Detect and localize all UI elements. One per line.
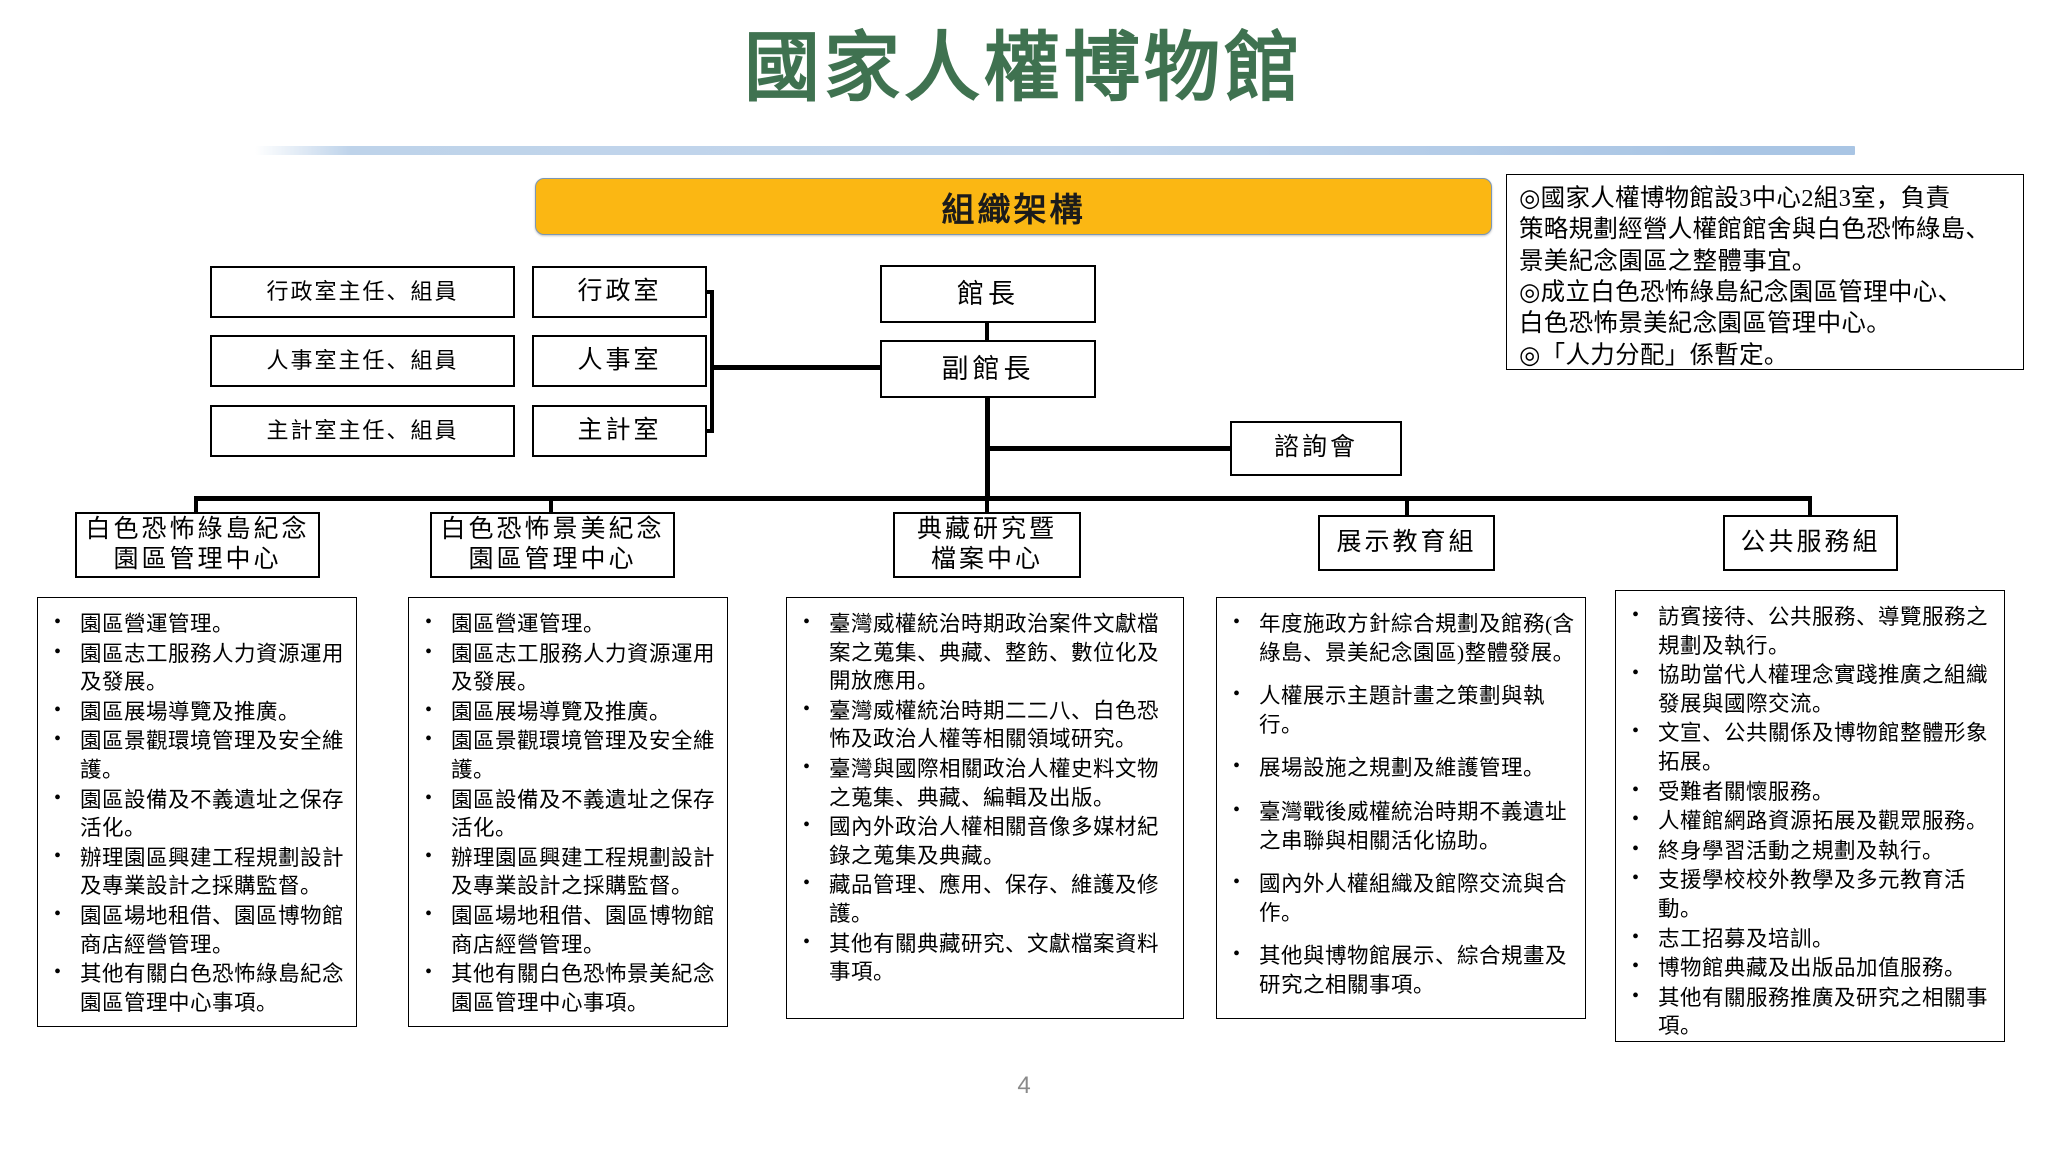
- duty-item: 其他有關服務推廣及研究之相關事項。: [1632, 983, 1994, 1041]
- org-box-staff-admin: 行政室主任、組員: [210, 266, 515, 318]
- duty-item: 其他有關白色恐怖綠島紀念園區管理中心事項。: [54, 959, 346, 1017]
- org-box-staff-admin-label: 行政室主任、組員: [266, 278, 459, 304]
- org-box-deputy-director-label: 副館長: [941, 353, 1035, 384]
- duty-item: 訪賓接待、公共服務、導覽服務之規劃及執行。: [1632, 602, 1994, 660]
- org-box-deputy-director: 副館長: [880, 340, 1096, 398]
- duty-list-public-service: 訪賓接待、公共服務、導覽服務之規劃及執行。 協助當代人權理念實踐推廣之組織發展與…: [1615, 590, 2005, 1042]
- duty-list: 臺灣威權統治時期政治案件文獻檔案之蒐集、典藏、整飭、數位化及開放應用。 臺灣威權…: [795, 609, 1173, 987]
- connector-offices-spine: [710, 290, 714, 433]
- duty-item: 臺灣威權統治時期二二八、白色恐怖及政治人權等相關領域研究。: [803, 696, 1173, 754]
- duty-item: 園區志工服務人力資源運用及發展。: [54, 639, 346, 697]
- title-divider: [255, 146, 1855, 155]
- org-box-dept-collection-archive-label: 典藏研究暨 檔案中心: [916, 515, 1057, 574]
- org-box-dept-collection-archive: 典藏研究暨 檔案中心: [893, 512, 1081, 578]
- duty-item: 園區營運管理。: [54, 609, 346, 639]
- duty-item: 支援學校校外教學及多元教育活動。: [1632, 865, 1994, 923]
- org-box-director: 館長: [880, 265, 1096, 323]
- duty-item: 博物館典藏及出版品加值服務。: [1632, 953, 1994, 983]
- duty-list: 園區營運管理。 園區志工服務人力資源運用及發展。 園區展場導覽及推廣。 園區景觀…: [417, 609, 717, 1017]
- duty-item: 受難者關懷服務。: [1632, 777, 1994, 807]
- org-box-staff-accounting: 主計室主任、組員: [210, 405, 515, 457]
- connector-trunk-to-advisory: [988, 446, 1232, 451]
- org-box-dept-jingmei: 白色恐怖景美紀念 園區管理中心: [430, 512, 675, 578]
- org-box-unit-personnel: 人事室: [532, 335, 707, 387]
- note-line: ◎國家人權博物館設3中心2組3室，負責: [1519, 185, 1951, 212]
- connector-offices-to-deputy: [710, 365, 882, 370]
- org-box-dept-greenisland: 白色恐怖綠島紀念 園區管理中心: [75, 512, 320, 578]
- org-box-staff-accounting-label: 主計室主任、組員: [266, 417, 459, 443]
- duty-list: 訪賓接待、公共服務、導覽服務之規劃及執行。 協助當代人權理念實踐推廣之組織發展與…: [1624, 602, 1994, 1041]
- org-box-advisory-committee: 諮詢會: [1230, 421, 1402, 476]
- duty-item: 園區展場導覽及推廣。: [425, 697, 717, 727]
- org-box-dept-exhibition-education: 展示教育組: [1318, 515, 1495, 571]
- note-line: 策略規劃經營人權館館舍與白色恐怖綠島、: [1519, 216, 1991, 244]
- duty-item: 文宣、公共關係及博物館整體形象拓展。: [1632, 718, 1994, 776]
- page-number: 4: [1017, 1072, 1031, 1099]
- connector-office-stub-accounting: [707, 429, 713, 433]
- duty-item: 藏品管理、應用、保存、維護及修護。: [803, 870, 1173, 928]
- duty-item: 國內外人權組織及館際交流與合作。: [1233, 869, 1575, 927]
- org-box-director-label: 館長: [957, 278, 1019, 309]
- org-box-advisory-committee-label: 諮詢會: [1273, 434, 1358, 462]
- connector-director-deputy: [985, 323, 989, 341]
- duty-item: 臺灣與國際相關政治人權史料文物之蒐集、典藏、編輯及出版。: [803, 754, 1173, 812]
- duty-item: 園區景觀環境管理及安全維護。: [54, 726, 346, 784]
- duty-item: 園區志工服務人力資源運用及發展。: [425, 639, 717, 697]
- org-box-unit-accounting: 主計室: [532, 405, 707, 457]
- duty-item: 辦理園區興建工程規劃設計及專業設計之採購監督。: [425, 843, 717, 901]
- org-box-staff-personnel: 人事室主任、組員: [210, 335, 515, 387]
- duty-item: 園區營運管理。: [425, 609, 717, 639]
- org-box-dept-greenisland-label: 白色恐怖綠島紀念 園區管理中心: [85, 515, 310, 574]
- duty-item: 臺灣戰後威權統治時期不義遺址之串聯與相關活化協助。: [1233, 797, 1575, 855]
- org-box-dept-exhibition-education-label: 展示教育組: [1336, 528, 1477, 556]
- duty-list: 園區營運管理。 園區志工服務人力資源運用及發展。 園區展場導覽及推廣。 園區景觀…: [46, 609, 346, 1017]
- note-line: ◎成立白色恐怖綠島紀念園區管理中心、: [1519, 279, 1963, 307]
- connector-office-stub-admin: [707, 290, 713, 294]
- notes-box: ◎國家人權博物館設3中心2組3室，負責 策略規劃經營人權館館舍與白色恐怖綠島、 …: [1506, 174, 2024, 370]
- duty-list-jingmei: 園區營運管理。 園區志工服務人力資源運用及發展。 園區展場導覽及推廣。 園區景觀…: [408, 597, 728, 1027]
- org-box-unit-admin-label: 行政室: [577, 277, 662, 305]
- duty-item: 園區場地租借、園區博物館商店經營管理。: [54, 901, 346, 959]
- org-box-unit-admin: 行政室: [532, 266, 707, 318]
- duty-item: 園區展場導覽及推廣。: [54, 697, 346, 727]
- duty-list-greenisland: 園區營運管理。 園區志工服務人力資源運用及發展。 園區展場導覽及推廣。 園區景觀…: [37, 597, 357, 1027]
- duty-item: 園區設備及不義遺址之保存活化。: [54, 785, 346, 843]
- duty-item: 其他有關白色恐怖景美紀念園區管理中心事項。: [425, 959, 717, 1017]
- duty-item: 人權展示主題計畫之策劃與執行。: [1233, 681, 1575, 739]
- duty-item: 終身學習活動之規劃及執行。: [1632, 836, 1994, 866]
- connector-department-bus: [196, 496, 1812, 501]
- duty-item: 園區設備及不義遺址之保存活化。: [425, 785, 717, 843]
- org-box-dept-public-service: 公共服務組: [1723, 515, 1898, 571]
- duty-list-exhibition-education: 年度施政方針綜合規劃及館務(含綠島、景美紀念園區)整體發展。 人權展示主題計畫之…: [1216, 597, 1586, 1019]
- duty-item: 其他與博物館展示、綜合規畫及研究之相關事項。: [1233, 941, 1575, 999]
- duty-item: 協助當代人權理念實踐推廣之組織發展與國際交流。: [1632, 660, 1994, 718]
- note-line: ◎「人力分配」係暫定。: [1519, 341, 1789, 369]
- note-line: 白色恐怖景美紀念園區管理中心。: [1519, 310, 1891, 338]
- org-box-dept-public-service-label: 公共服務組: [1740, 528, 1881, 556]
- duty-list: 年度施政方針綜合規劃及館務(含綠島、景美紀念園區)整體發展。 人權展示主題計畫之…: [1225, 609, 1575, 1000]
- org-box-dept-jingmei-label: 白色恐怖景美紀念 園區管理中心: [440, 515, 665, 574]
- duty-item: 臺灣威權統治時期政治案件文獻檔案之蒐集、典藏、整飭、數位化及開放應用。: [803, 609, 1173, 696]
- duty-item: 其他有關典藏研究、文獻檔案資料事項。: [803, 929, 1173, 987]
- duty-list-collection-archive: 臺灣威權統治時期政治案件文獻檔案之蒐集、典藏、整飭、數位化及開放應用。 臺灣威權…: [786, 597, 1184, 1019]
- duty-item: 年度施政方針綜合規劃及館務(含綠島、景美紀念園區)整體發展。: [1233, 609, 1575, 667]
- duty-item: 園區場地租借、園區博物館商店經營管理。: [425, 901, 717, 959]
- org-box-unit-personnel-label: 人事室: [577, 346, 662, 374]
- duty-item: 園區景觀環境管理及安全維護。: [425, 726, 717, 784]
- org-box-unit-accounting-label: 主計室: [577, 416, 662, 444]
- duty-item: 人權館網路資源拓展及觀眾服務。: [1632, 806, 1994, 836]
- page-title: 國家人權博物館: [744, 27, 1304, 111]
- connector-deputy-trunk: [985, 398, 990, 500]
- duty-item: 辦理園區興建工程規劃設計及專業設計之採購監督。: [54, 843, 346, 901]
- org-box-staff-personnel-label: 人事室主任、組員: [266, 347, 459, 373]
- note-line: 景美紀念園區之整體事宜。: [1519, 247, 1817, 275]
- duty-item: 國內外政治人權相關音像多媒材紀錄之蒐集及典藏。: [803, 812, 1173, 870]
- section-banner-organization-structure: 組織架構: [535, 178, 1492, 235]
- duty-item: 志工招募及培訓。: [1632, 924, 1994, 954]
- section-banner-label: 組織架構: [941, 189, 1086, 229]
- duty-item: 展場設施之規劃及維護管理。: [1233, 753, 1575, 783]
